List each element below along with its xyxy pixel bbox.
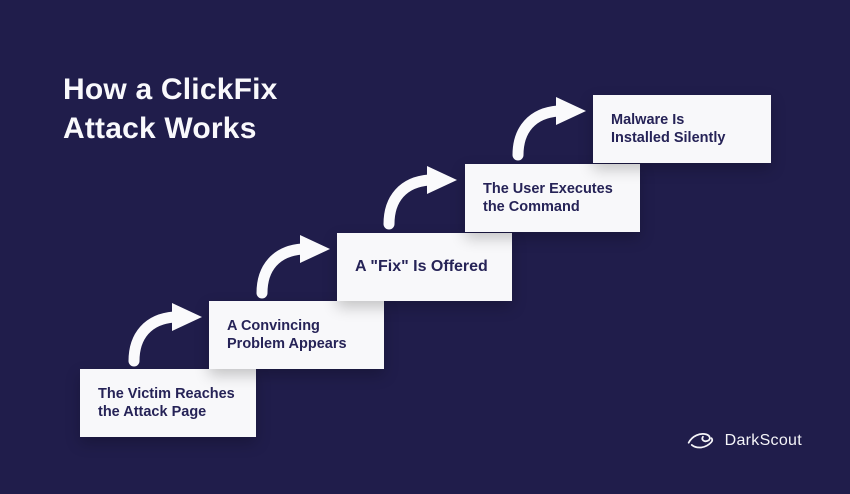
step-card-user-executes: The User Executes the Command <box>465 164 640 232</box>
step-card-fix-offered: A "Fix" Is Offered <box>337 233 512 301</box>
step-label-line1: The Victim Reaches <box>98 385 235 402</box>
step-label-line1: A Convincing <box>227 317 320 334</box>
step-label-line1: The User Executes <box>483 180 613 197</box>
darkscout-eye-orbit-icon <box>687 433 713 449</box>
step-label-line1: Malware Is <box>611 111 685 128</box>
brand-logo: DarkScout <box>686 430 802 452</box>
brand-name: DarkScout <box>724 432 802 449</box>
step-label-line2: Problem Appears <box>227 336 347 352</box>
step-label-line2: the Attack Page <box>98 404 207 420</box>
step-card-malware-installed: Malware Is Installed Silently <box>593 95 771 163</box>
step-card-problem-appears: A Convincing Problem Appears <box>209 301 384 369</box>
curved-arrow-icon <box>512 97 586 161</box>
step-label-line2: the Command <box>483 199 580 215</box>
curved-arrow-icon <box>128 303 202 367</box>
page-title-line1: How a ClickFix <box>63 73 278 106</box>
page-title-line2: Attack Works <box>63 112 257 145</box>
page-title: How a ClickFix Attack Works <box>63 70 278 148</box>
step-card-victim-reaches-page: The Victim Reaches the Attack Page <box>80 369 256 437</box>
step-label-line2: Installed Silently <box>611 130 726 146</box>
step-label-line1: A "Fix" Is Offered <box>355 257 488 275</box>
curved-arrow-icon <box>256 235 330 299</box>
curved-arrow-icon <box>383 166 457 230</box>
